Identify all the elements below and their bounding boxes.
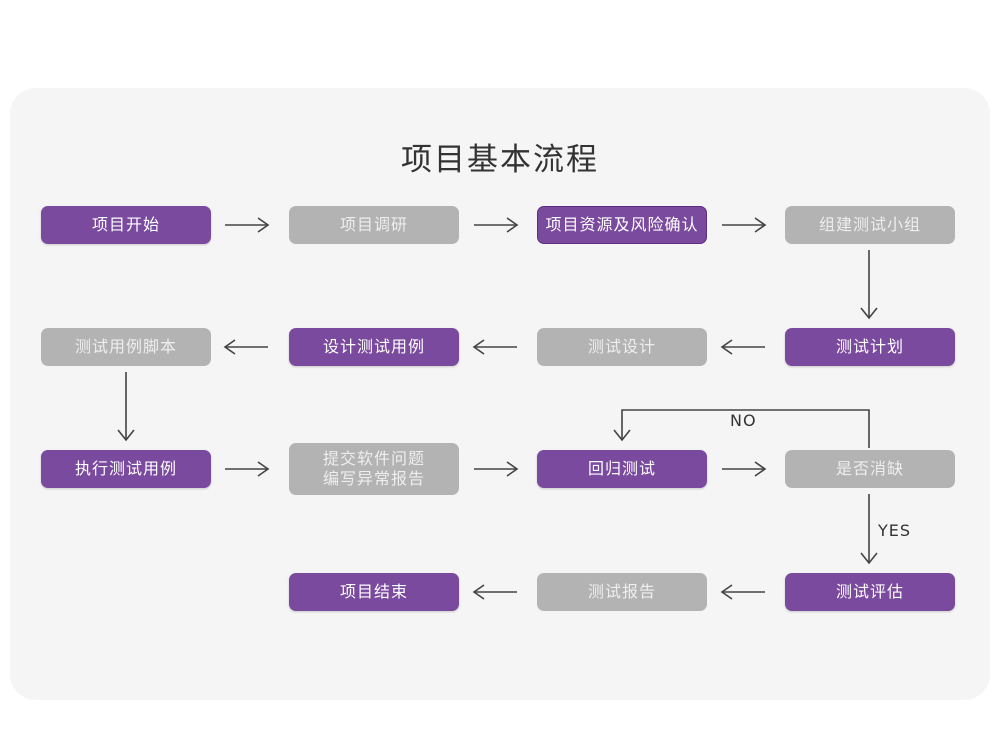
node-test-case-script[interactable]: 测试用例脚本 xyxy=(41,328,211,366)
arrow-n13-n14 xyxy=(720,584,765,600)
node-test-plan[interactable]: 测试计划 xyxy=(785,328,955,366)
edge-label-no: NO xyxy=(730,411,757,430)
node-defect-resolved[interactable]: 是否消缺 xyxy=(785,450,955,488)
arrow-n10-n11 xyxy=(474,461,519,477)
arrow-n4-n5 xyxy=(860,250,878,320)
arrow-n14-n15 xyxy=(472,584,517,600)
arrow-n6-n7 xyxy=(472,339,517,355)
node-test-design[interactable]: 测试设计 xyxy=(537,328,707,366)
node-test-evaluation[interactable]: 测试评估 xyxy=(785,573,955,611)
arrow-n2-n3 xyxy=(474,217,519,233)
node-test-report[interactable]: 测试报告 xyxy=(537,573,707,611)
arrow-yes xyxy=(860,494,878,565)
arrow-n7-n8 xyxy=(223,339,268,355)
node-build-test-team[interactable]: 组建测试小组 xyxy=(785,206,955,244)
arrow-no-loop xyxy=(613,409,870,448)
page-title: 项目基本流程 xyxy=(401,142,599,178)
arrow-n5-n6 xyxy=(720,339,765,355)
node-submit-issue-report[interactable]: 提交软件问题 编写异常报告 xyxy=(289,443,459,495)
node-design-test-case[interactable]: 设计测试用例 xyxy=(289,328,459,366)
node-project-end[interactable]: 项目结束 xyxy=(289,573,459,611)
node-regression-test[interactable]: 回归测试 xyxy=(537,450,707,488)
arrow-n9-n10 xyxy=(225,461,270,477)
arrow-n8-n9 xyxy=(117,372,135,442)
arrow-n1-n2 xyxy=(225,217,270,233)
node-project-start[interactable]: 项目开始 xyxy=(41,206,211,244)
node-resource-risk-confirm[interactable]: 项目资源及风险确认 xyxy=(537,206,707,244)
arrow-n11-n12 xyxy=(722,461,767,477)
node-project-research[interactable]: 项目调研 xyxy=(289,206,459,244)
edge-label-yes: YES xyxy=(878,521,912,540)
arrow-n3-n4 xyxy=(722,217,767,233)
node-execute-test-case[interactable]: 执行测试用例 xyxy=(41,450,211,488)
